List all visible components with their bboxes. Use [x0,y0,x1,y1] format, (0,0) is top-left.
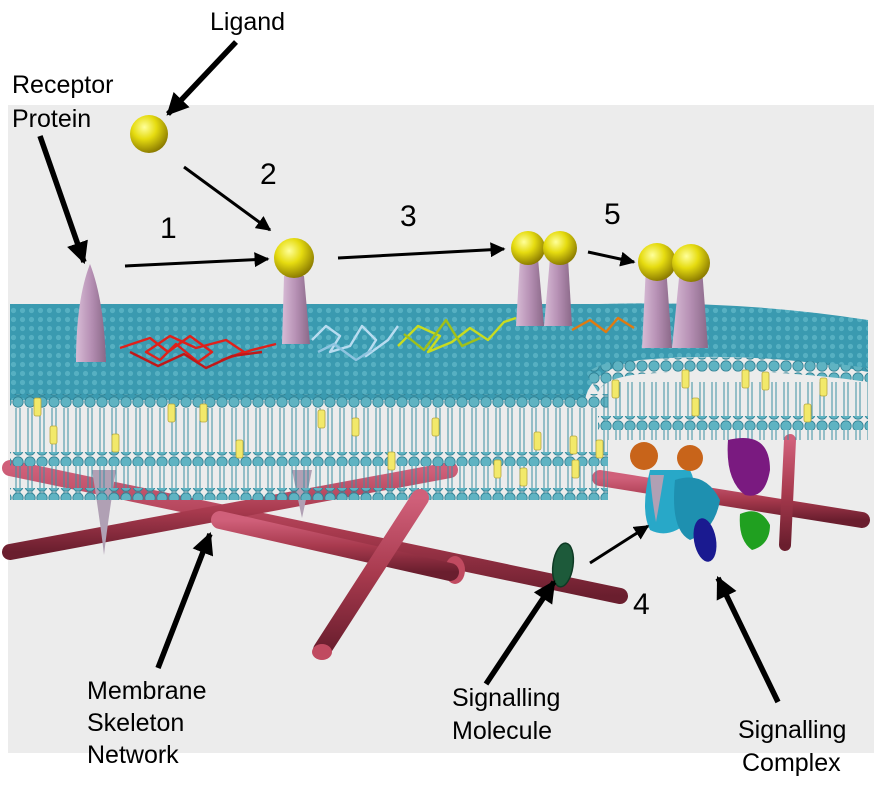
molecule-label-line2: Molecule [452,716,552,746]
skeleton-label-line3: Network [87,740,179,770]
lipid-bilayer-left [10,394,608,500]
ligand-bound [274,238,314,278]
step-number-5: 5 [604,198,621,232]
receptor-label-line1: Receptor [12,70,113,100]
step-number-1: 1 [160,212,177,246]
ligand-label: Ligand [210,7,285,37]
skeleton-label-line2: Skeleton [87,708,184,738]
receptor-label-line2: Protein [12,104,91,134]
complex-label-line1: Signalling [738,715,846,745]
step-number-4: 4 [633,588,650,622]
ligand-free [130,115,168,153]
lipid-bilayer-right [586,357,868,440]
step-number-3: 3 [400,200,417,234]
molecule-label-line1: Signalling [452,683,560,713]
step-number-2: 2 [260,158,277,192]
complex-label-line2: Complex [742,748,841,778]
skeleton-label-line1: Membrane [87,676,207,706]
